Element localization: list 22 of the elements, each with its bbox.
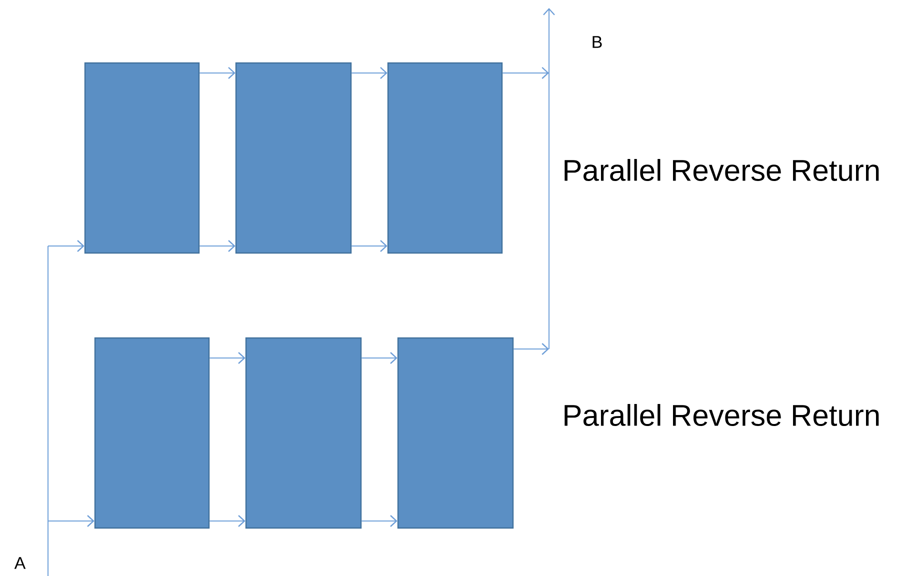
panel-box bbox=[84, 62, 200, 254]
point-label: B bbox=[592, 36, 602, 48]
panel-box bbox=[397, 337, 514, 529]
arrow bbox=[351, 240, 388, 252]
arrow bbox=[209, 515, 246, 527]
panel-box bbox=[94, 337, 210, 529]
arrow bbox=[48, 240, 84, 252]
arrow bbox=[199, 240, 236, 252]
arrow bbox=[502, 67, 549, 79]
circuit-label: Parallel Reverse Return bbox=[564, 404, 879, 426]
panel-box bbox=[235, 62, 352, 254]
point-label: A bbox=[14, 557, 26, 569]
arrow bbox=[513, 343, 549, 355]
arrow bbox=[351, 67, 388, 79]
arrow bbox=[209, 352, 246, 364]
panel-box bbox=[387, 62, 503, 254]
circuit-label: Parallel Reverse Return bbox=[564, 158, 879, 182]
arrow bbox=[48, 515, 94, 527]
arrow bbox=[361, 352, 398, 364]
arrow bbox=[361, 515, 398, 527]
arrow bbox=[199, 67, 236, 79]
panel-box bbox=[245, 337, 362, 529]
